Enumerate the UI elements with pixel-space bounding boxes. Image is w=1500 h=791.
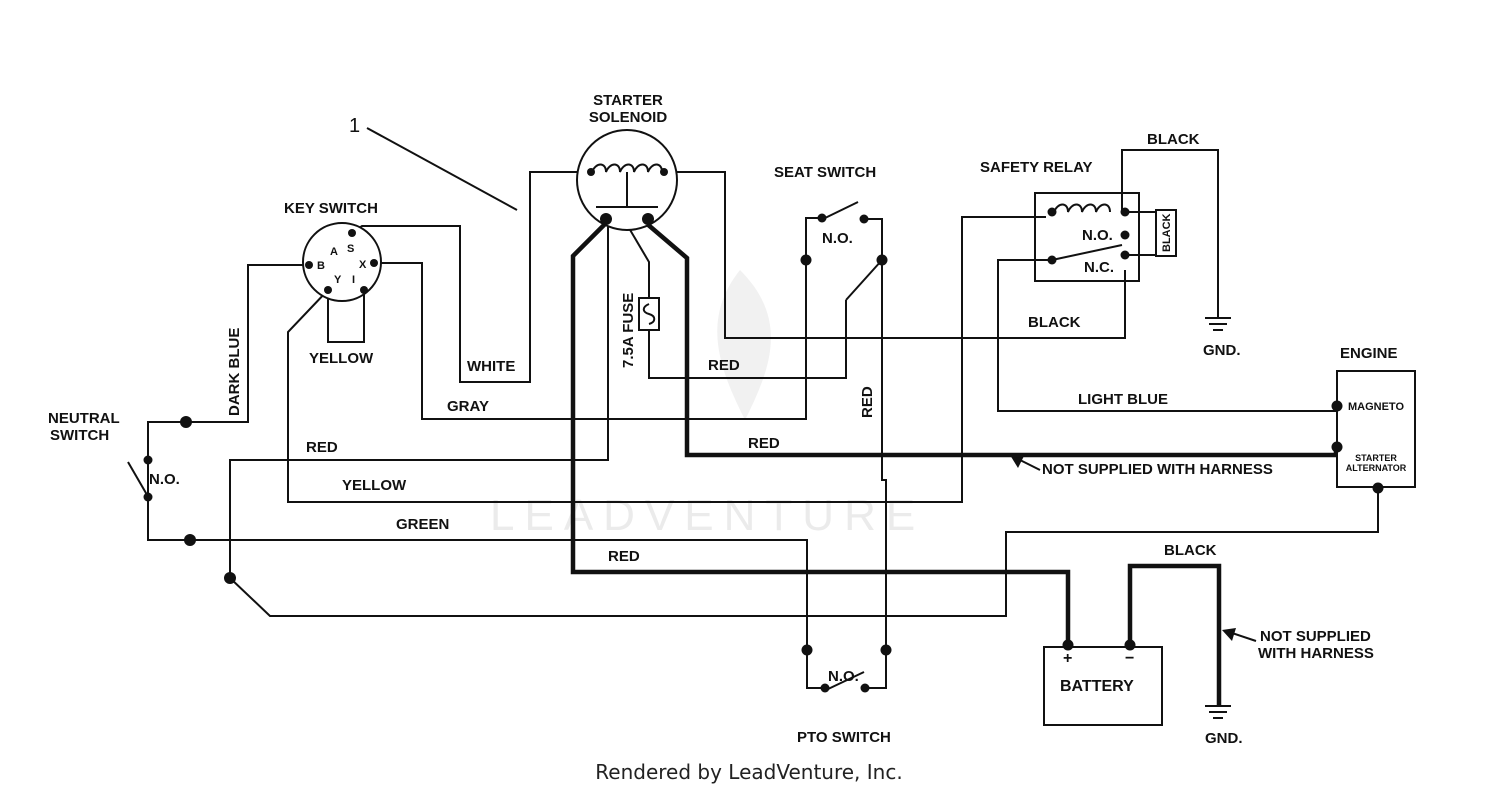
seat-switch-label: SEAT SWITCH — [774, 164, 876, 181]
battery-minus: − — [1125, 650, 1134, 667]
battery-plus: + — [1063, 650, 1072, 667]
key-switch: A S B X Y I — [302, 222, 382, 302]
relay-nc-label: N.C. — [1084, 259, 1114, 276]
not-supplied-note-gnd-2: WITH HARNESS — [1258, 645, 1374, 662]
relay-terminals — [1047, 207, 1130, 265]
not-supplied-note-engine: NOT SUPPLIED WITH HARNESS — [1042, 461, 1273, 478]
pto-switch-no: N.O. — [828, 668, 859, 685]
red-wire-label-seat: RED — [859, 386, 876, 418]
connection-dots — [143, 213, 1384, 693]
black-wire-label-battery: BLACK — [1164, 542, 1217, 559]
starter-alternator-label-1: STARTER — [1355, 453, 1397, 463]
red-wire-label-heavy: RED — [748, 435, 780, 452]
starter-solenoid — [576, 129, 678, 231]
key-terminal-x: X — [359, 259, 367, 271]
white-wire-label: WHITE — [467, 358, 515, 375]
starter-alternator-label-2: ALTERNATOR — [1346, 463, 1407, 473]
green-wire-label: GREEN — [396, 516, 449, 533]
safety-relay — [1034, 192, 1140, 282]
footer-credit: Rendered by LeadVenture, Inc. — [595, 760, 902, 784]
relay-no-label: N.O. — [1082, 227, 1113, 244]
key-terminal-a: A — [330, 246, 338, 258]
fuse-label: 7.5A FUSE — [620, 293, 637, 368]
dark-blue-wire-label: DARK BLUE — [226, 328, 243, 416]
red-wire-label-fuse: RED — [708, 357, 740, 374]
key-terminal-s: S — [347, 243, 354, 255]
battery-label: BATTERY — [1060, 678, 1134, 695]
neutral-switch-label-2: SWITCH — [50, 427, 109, 444]
relay-black-jumper — [1155, 209, 1177, 257]
pto-switch-label: PTO SWITCH — [797, 729, 891, 746]
yellow-wire-label-bottom: YELLOW — [342, 477, 407, 494]
yellow-wire-label-top: YELLOW — [309, 350, 374, 367]
gnd-label-top: GND. — [1203, 342, 1241, 359]
battery — [1043, 646, 1163, 726]
magneto-label: MAGNETO — [1348, 401, 1404, 413]
key-terminal-y: Y — [334, 274, 342, 286]
key-terminal-b: B — [317, 260, 325, 272]
key-switch-label: KEY SWITCH — [284, 200, 378, 217]
relay-black-label: BLACK — [1161, 213, 1173, 252]
light-blue-wire-label: LIGHT BLUE — [1078, 391, 1168, 408]
watermark-text: LEADVENTURE — [490, 491, 925, 540]
neutral-switch-no: N.O. — [149, 471, 180, 488]
seat-switch-no: N.O. — [822, 230, 853, 247]
engine — [1336, 370, 1416, 488]
engine-label: ENGINE — [1340, 345, 1398, 362]
black-wire-label-top: BLACK — [1147, 131, 1200, 148]
black-wire-label-mid: BLACK — [1028, 314, 1081, 331]
not-supplied-note-gnd-1: NOT SUPPLIED — [1260, 628, 1371, 645]
callout-number: 1 — [349, 115, 360, 137]
safety-relay-label: SAFETY RELAY — [980, 159, 1093, 176]
gray-wire-label: GRAY — [447, 398, 489, 415]
starter-solenoid-label-1: STARTER — [593, 92, 663, 109]
labels: 1 STARTER SOLENOID KEY SWITCH SEAT SWITC… — [48, 92, 1407, 747]
red-wire-label-left: RED — [306, 439, 338, 456]
watermark: LEADVENTURE — [490, 270, 925, 540]
key-terminal-i: I — [352, 274, 355, 286]
red-wire-label-bottom: RED — [608, 548, 640, 565]
thin-wires — [127, 127, 1379, 719]
gnd-label-bottom: GND. — [1205, 730, 1243, 747]
neutral-switch-label-1: NEUTRAL — [48, 410, 120, 427]
starter-solenoid-label-2: SOLENOID — [589, 109, 668, 126]
